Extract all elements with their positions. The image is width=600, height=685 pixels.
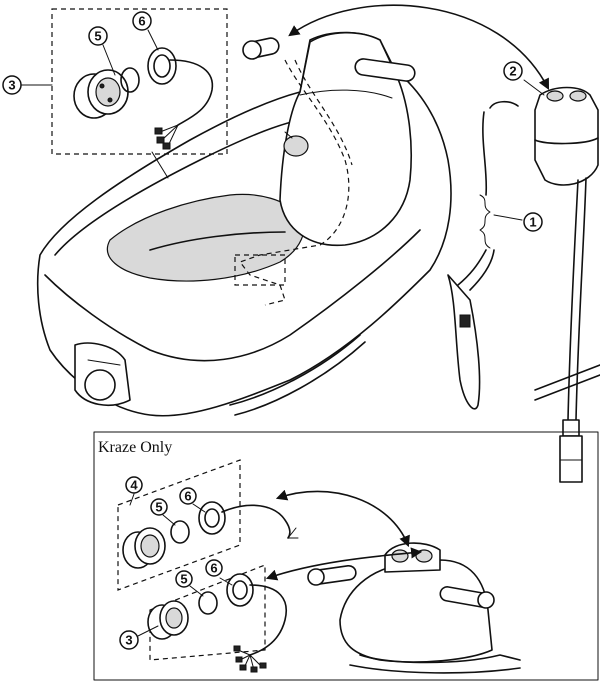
gauge-assembly-top xyxy=(51,8,228,155)
callout-1: 1 xyxy=(523,212,543,232)
kraze-hull xyxy=(307,542,521,674)
callout-3-top-text: 3 xyxy=(8,78,15,93)
callout-6-mid: 6 xyxy=(179,487,197,505)
arrow-switch-to-hull xyxy=(288,4,550,90)
callout-6-top: 6 xyxy=(132,11,152,31)
callout-2: 2 xyxy=(503,61,523,81)
arrow-kraze-gauge-3 xyxy=(265,547,423,581)
arrow-kraze-gauge-4 xyxy=(275,489,410,548)
callout-4-text: 4 xyxy=(130,478,138,493)
leader-gauge-to-hull xyxy=(151,151,169,179)
callout-6-low-text: 6 xyxy=(210,561,217,576)
callout-3-top: 3 xyxy=(2,75,22,95)
kraze-only-caption: Kraze Only xyxy=(98,439,172,456)
callout-1-text: 1 xyxy=(529,215,536,230)
callout-5-low: 5 xyxy=(175,570,193,588)
kraze-gauge-3-assembly xyxy=(147,564,287,673)
start-stop-switch xyxy=(534,86,600,483)
callout-5-mid-text: 5 xyxy=(155,500,162,515)
callout-2-text: 2 xyxy=(509,64,516,79)
callout-4: 4 xyxy=(125,476,143,494)
callout-3-low-text: 3 xyxy=(125,633,132,648)
callout-5-top-text: 5 xyxy=(94,29,101,44)
kraze-only-panel xyxy=(93,431,599,681)
callout-5-top: 5 xyxy=(88,26,108,46)
callout-5-mid: 5 xyxy=(150,498,168,516)
callout-5-low-text: 5 xyxy=(180,572,187,587)
lanyard-cord xyxy=(447,100,519,410)
callout-6-mid-text: 6 xyxy=(184,489,191,504)
callout-3-low: 3 xyxy=(119,630,139,650)
callout-6-low: 6 xyxy=(205,559,223,577)
callout-6-top-text: 6 xyxy=(138,14,145,29)
